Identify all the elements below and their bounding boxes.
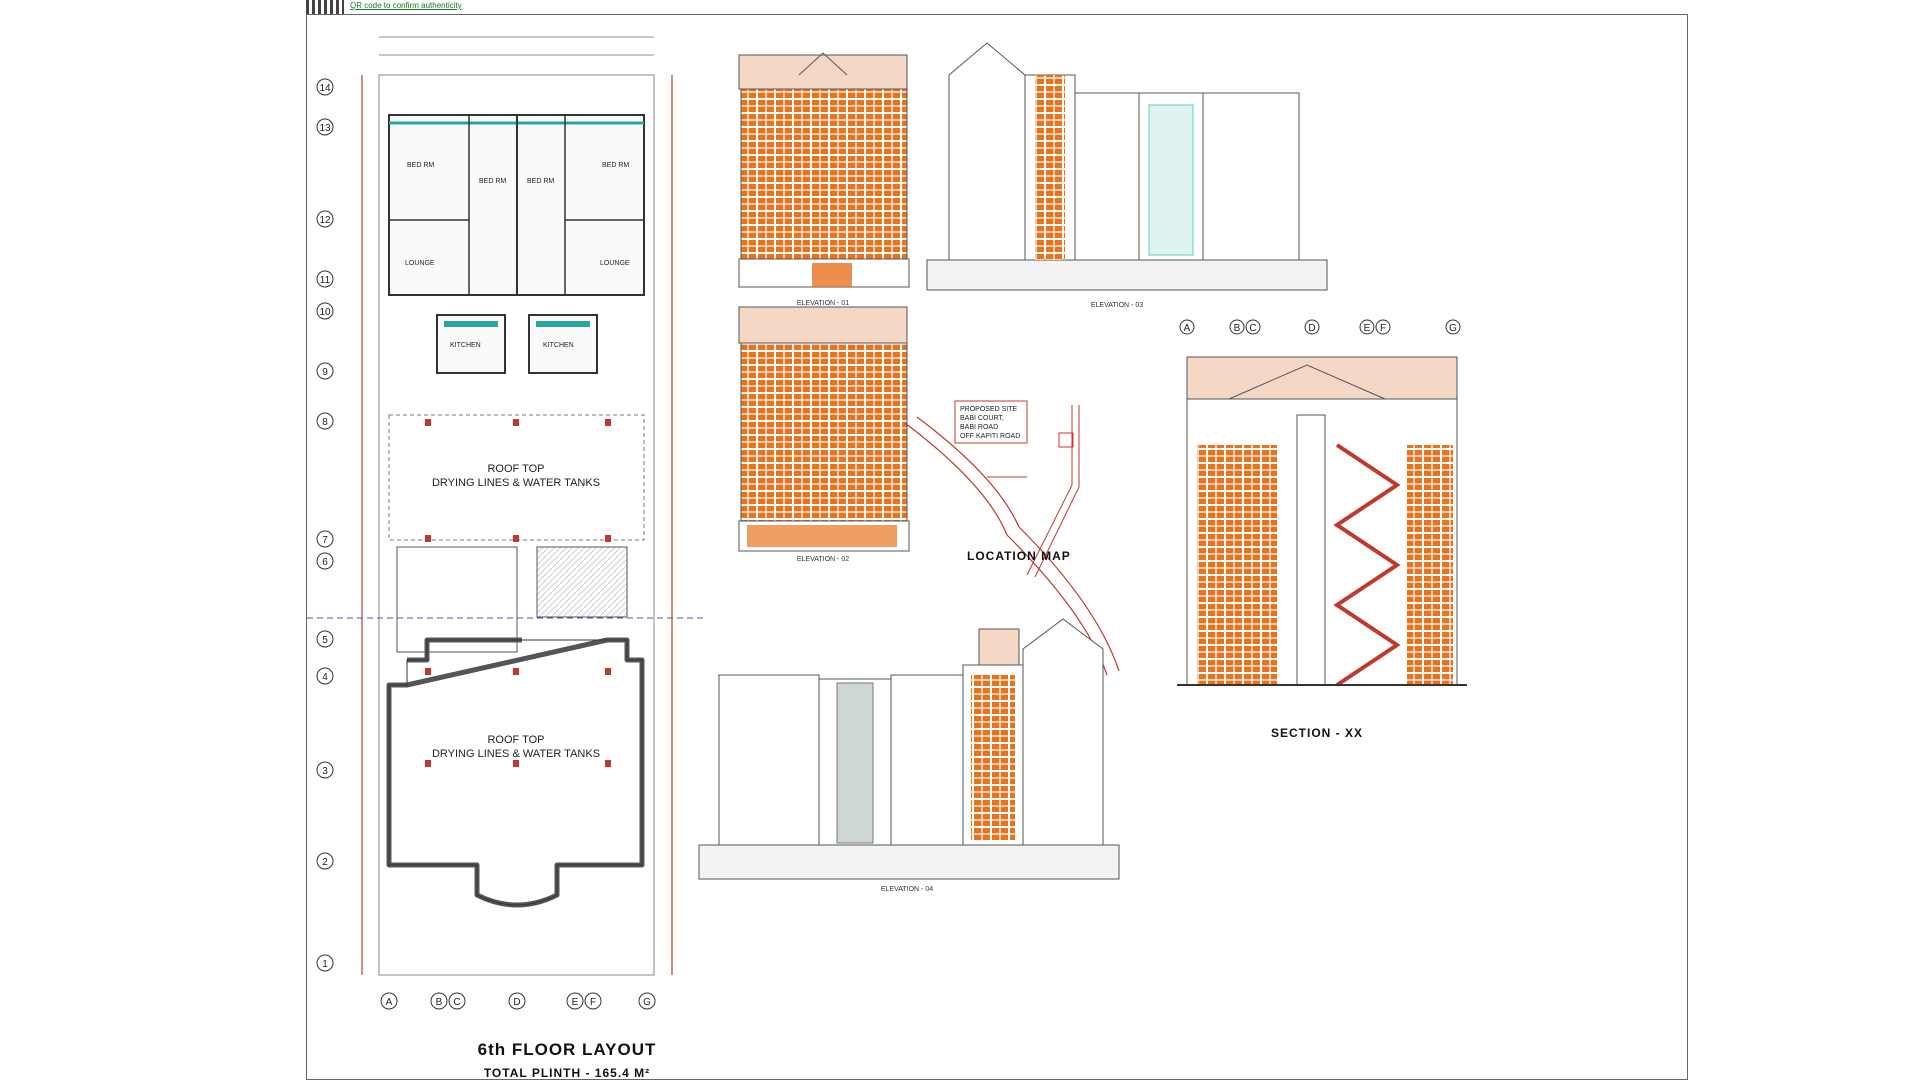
elevation-02-caption: ELEVATION - 02 [797, 556, 849, 563]
site-note-2: BABI COURT, [960, 415, 1004, 422]
qr-caption[interactable]: QR code to confirm authenticity [350, 1, 462, 10]
svg-text:D: D [1308, 323, 1315, 334]
elevation-01: ELEVATION - 01 [738, 52, 910, 307]
svg-text:E: E [572, 997, 579, 1008]
section-xx: A B C D E F G SECTION - XX [1177, 319, 1467, 740]
rooftop-lower-line2: DRYING LINES & WATER TANKS [432, 748, 600, 760]
svg-text:G: G [643, 997, 651, 1008]
plan-columns [425, 419, 611, 767]
location-map: PROPOSED SITE BABI COURT, BABI ROAD OFF … [904, 400, 1120, 676]
site-note-3: BABI ROAD [960, 424, 998, 431]
plan-subtitle: TOTAL PLINTH - 165.4 M² [484, 1066, 650, 1080]
svg-text:C: C [453, 997, 460, 1008]
elevation-04-caption: ELEVATION - 04 [881, 886, 933, 893]
svg-text:8: 8 [322, 417, 328, 428]
svg-text:A: A [1184, 323, 1191, 334]
rooftop-upper-line1: ROOF TOP [487, 463, 544, 475]
svg-text:13: 13 [319, 123, 331, 134]
svg-text:6: 6 [322, 557, 328, 568]
elevation-02: ELEVATION - 02 [738, 306, 910, 563]
plan-grid-rows: 14 13 12 11 10 9 8 7 6 5 4 3 2 1 [316, 78, 334, 972]
elevation-03: ELEVATION - 03 [926, 42, 1328, 309]
svg-text:1: 1 [322, 959, 328, 970]
svg-text:F: F [590, 997, 596, 1008]
section-title: SECTION - XX [1271, 726, 1363, 740]
svg-text:12: 12 [319, 215, 331, 226]
site-note-1: PROPOSED SITE [960, 406, 1018, 413]
drawing-canvas: BED RM BED RM BED RM BED RM LOUNGE LOUNG… [307, 36, 1467, 1080]
room-label: KITCHEN [450, 342, 481, 349]
svg-text:D: D [513, 997, 520, 1008]
svg-text:11: 11 [320, 275, 331, 286]
room-label: LOUNGE [405, 260, 435, 267]
svg-text:C: C [1249, 323, 1256, 334]
svg-text:B: B [436, 997, 443, 1008]
svg-text:3: 3 [322, 766, 328, 777]
drawing-sheet: BED RM BED RM BED RM BED RM LOUNGE LOUNG… [306, 14, 1688, 1080]
svg-text:7: 7 [322, 535, 328, 546]
elevation-04: ELEVATION - 04 [698, 618, 1120, 893]
svg-text:9: 9 [322, 367, 328, 378]
room-label: BED RM [479, 178, 506, 185]
svg-text:10: 10 [319, 307, 331, 318]
room-label: LOUNGE [600, 260, 630, 267]
svg-text:2: 2 [322, 857, 328, 868]
site-note-4: OFF KAPITI ROAD [960, 433, 1020, 440]
svg-text:14: 14 [319, 83, 331, 94]
plan-grid-cols: A B C D E F G [380, 992, 656, 1010]
location-map-title: LOCATION MAP [967, 549, 1071, 563]
section-grid-cols: A B C D E F G [1179, 319, 1461, 335]
room-label: BED RM [602, 162, 629, 169]
elevation-01-caption: ELEVATION - 01 [797, 300, 849, 307]
svg-text:G: G [1449, 323, 1457, 334]
rooftop-lower-line1: ROOF TOP [487, 734, 544, 746]
svg-text:4: 4 [322, 672, 328, 683]
elevation-03-caption: ELEVATION - 03 [1091, 302, 1143, 309]
svg-text:5: 5 [322, 635, 328, 646]
room-label: KITCHEN [543, 342, 574, 349]
rooftop-upper-line2: DRYING LINES & WATER TANKS [432, 477, 600, 489]
room-label: BED RM [407, 162, 434, 169]
svg-text:E: E [1364, 323, 1371, 334]
svg-text:B: B [1234, 323, 1241, 334]
svg-text:F: F [1380, 323, 1386, 334]
floor-plan: BED RM BED RM BED RM BED RM LOUNGE LOUNG… [307, 36, 707, 1080]
plan-title: 6th FLOOR LAYOUT [478, 1040, 657, 1059]
svg-text:A: A [386, 997, 393, 1008]
room-label: BED RM [527, 178, 554, 185]
